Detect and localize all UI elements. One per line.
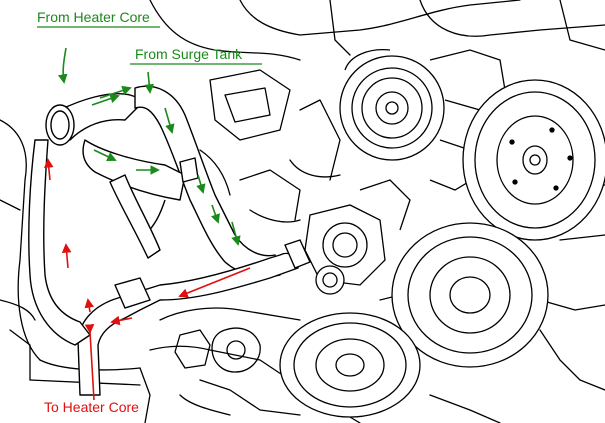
red-flow-arrows xyxy=(43,158,251,401)
flow-arrow xyxy=(43,158,54,181)
flow-arrow xyxy=(144,71,155,94)
label-from-heater-core: From Heater Core xyxy=(37,9,150,25)
flow-arrow xyxy=(110,315,133,326)
thermostat-housing xyxy=(304,179,411,295)
flow-arrow xyxy=(231,221,241,246)
flow-arrow xyxy=(178,267,251,298)
flow-arrow xyxy=(84,298,94,313)
green-flow-arrows xyxy=(58,47,241,246)
flow-arrow xyxy=(93,149,117,162)
flow-arrow xyxy=(58,47,68,84)
flow-arrow xyxy=(99,85,132,99)
upper-right-pulley xyxy=(462,79,605,241)
flow-arrow xyxy=(164,107,175,134)
flow-arrow xyxy=(84,324,95,401)
alternator xyxy=(339,49,506,191)
heater-hoses xyxy=(28,85,311,396)
flow-arrow xyxy=(210,204,220,224)
flow-arrow xyxy=(196,174,206,194)
flow-arrow xyxy=(61,243,72,269)
lower-right-pulley xyxy=(391,222,549,368)
bottom-center-pulley xyxy=(279,312,421,418)
label-to-heater-core: To Heater Core xyxy=(44,399,139,415)
label-from-surge-tank: From Surge Tank xyxy=(135,46,243,62)
flow-arrow xyxy=(91,93,120,106)
